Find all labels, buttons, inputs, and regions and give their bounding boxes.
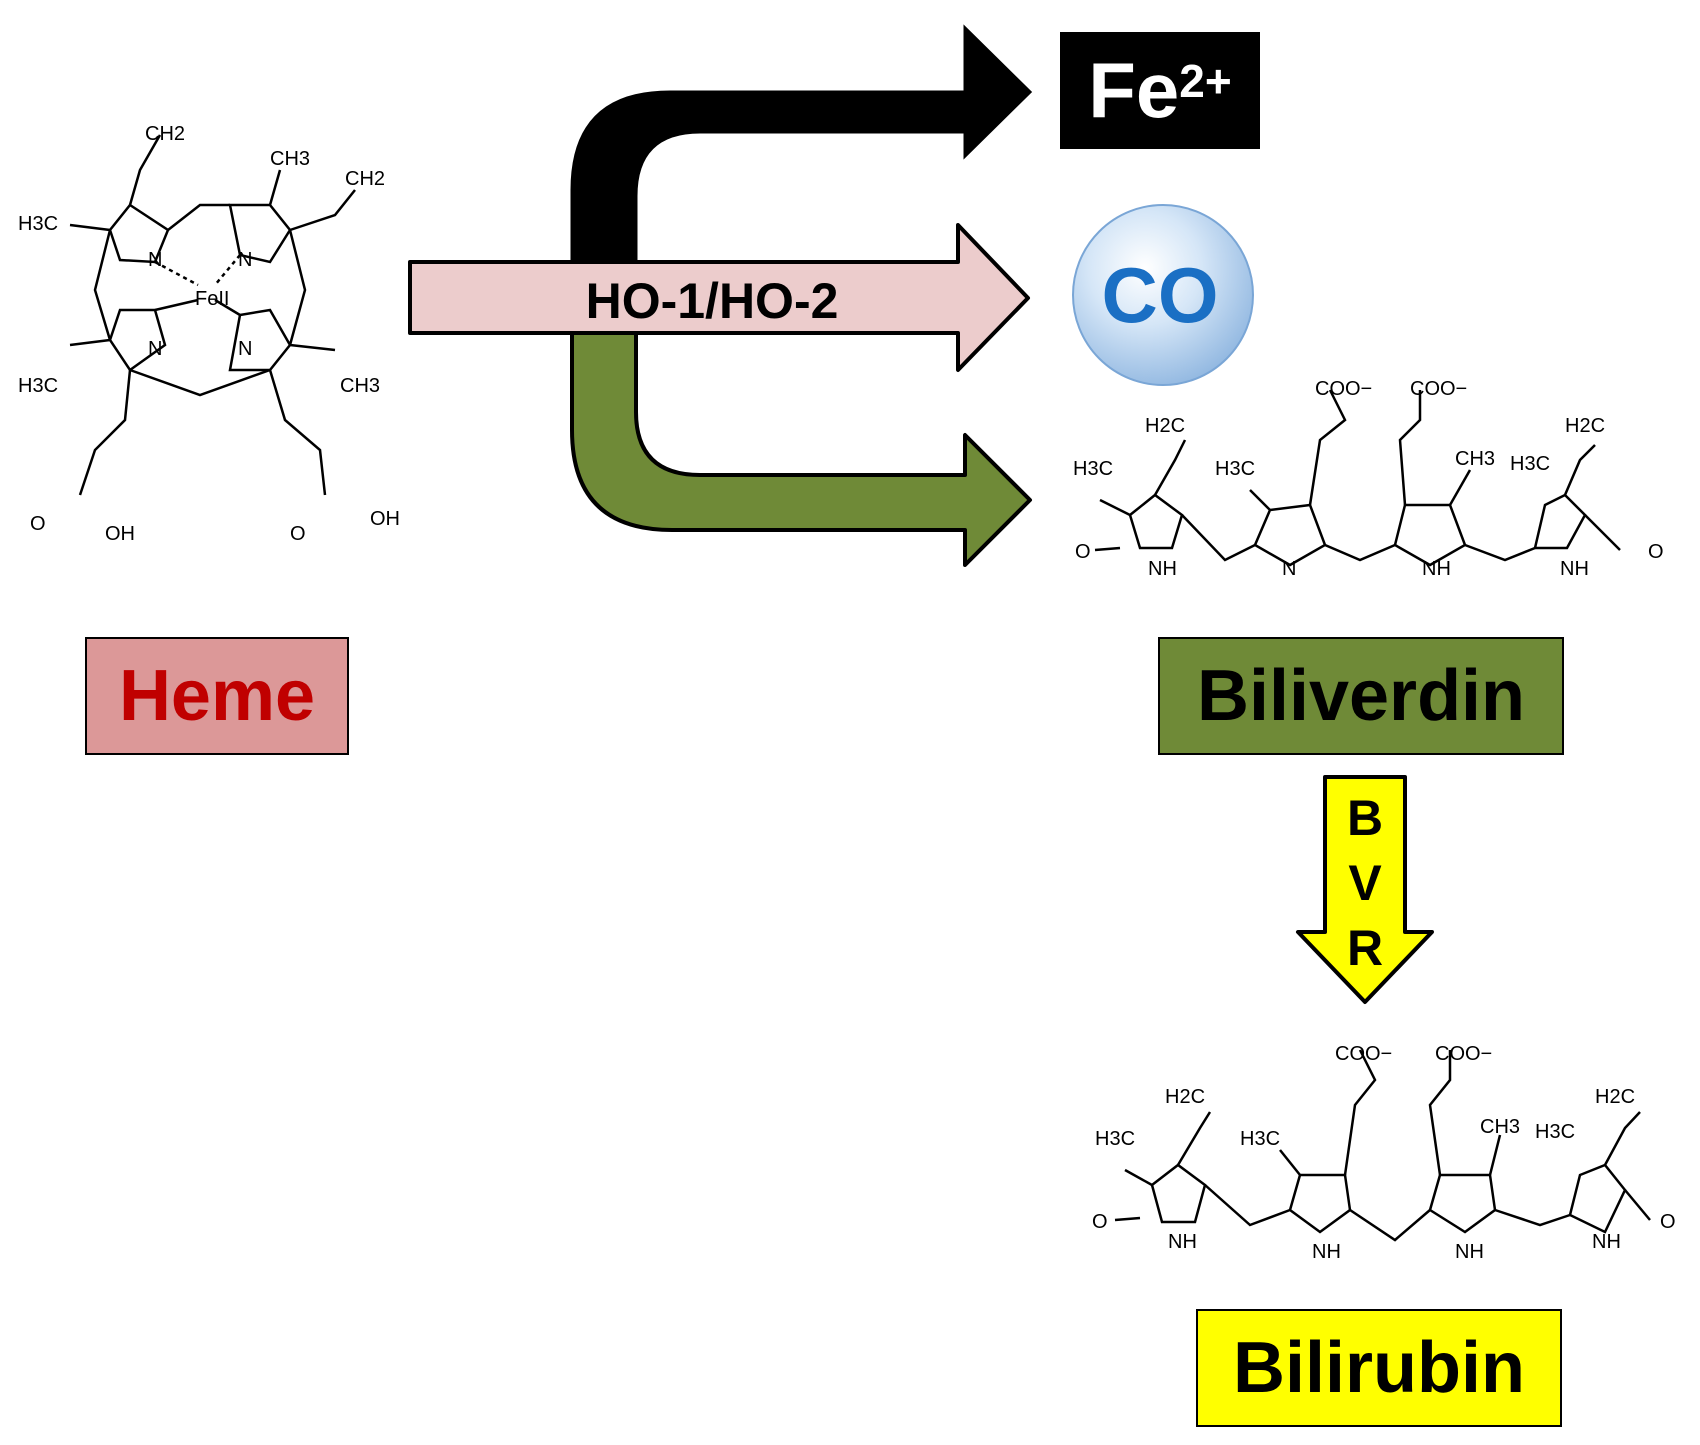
- bvr-arrow: [1296, 775, 1434, 1004]
- bilirubin-atom-o2: O: [1660, 1211, 1676, 1233]
- iron-symbol: Fe: [1088, 46, 1180, 134]
- bilirubin-atom-coo2: COO−: [1435, 1043, 1492, 1065]
- biliverdin-atom-h3c3: H3C: [1510, 453, 1550, 475]
- heme-structure: [69, 134, 356, 496]
- biliverdin-atom-nh1: NH: [1148, 558, 1177, 580]
- bilirubin-atom-h3c2: H3C: [1240, 1128, 1280, 1150]
- bilirubin-atom-h3c3: H3C: [1535, 1121, 1575, 1143]
- bilirubin-atom-o1: O: [1092, 1211, 1108, 1233]
- heme-atom-n3: N: [148, 338, 162, 360]
- heme-atom-h3c-lower: H3C: [18, 375, 58, 397]
- heme-atom-ch3-top: CH3: [270, 148, 310, 170]
- bilirubin-atom-nh3: NH: [1455, 1241, 1484, 1263]
- co-sphere: [1072, 204, 1254, 386]
- biliverdin-atom-coo2: COO−: [1410, 378, 1467, 400]
- heme-atom-n4: N: [238, 338, 252, 360]
- bilirubin-atom-ch3: CH3: [1480, 1116, 1520, 1138]
- heme-atom-o-right: O: [290, 523, 306, 545]
- biliverdin-atom-coo1: COO−: [1315, 378, 1372, 400]
- bilirubin-atom-nh2: NH: [1312, 1241, 1341, 1263]
- bvr-letter-v: V: [1348, 855, 1382, 911]
- biliverdin-atom-h2c1: H2C: [1145, 415, 1185, 437]
- biliverdin-atom-nh2: NH: [1422, 558, 1451, 580]
- enzyme-label: HO-1/HO-2: [586, 273, 839, 329]
- bilirubin-atom-nh4: NH: [1592, 1231, 1621, 1253]
- heme-atom-ch2-top: CH2: [145, 123, 185, 145]
- bvr-letter-r: R: [1347, 920, 1383, 976]
- heme-atom-o-left: O: [30, 513, 46, 535]
- bilirubin-atom-h3c1: H3C: [1095, 1128, 1135, 1150]
- heme-atom-ch2-right: CH2: [345, 168, 385, 190]
- biliverdin-structure: [1094, 389, 1621, 567]
- bilirubin-atom-h2c2: H2C: [1595, 1086, 1635, 1108]
- co-label: CO: [1102, 251, 1219, 339]
- iron-release-arrow: [570, 24, 1033, 272]
- biliverdin-atom-o2: O: [1648, 541, 1664, 563]
- bilirubin-atom-h2c1: H2C: [1165, 1086, 1205, 1108]
- biliverdin-atom-n: N: [1282, 558, 1296, 580]
- bvr-letter-b: B: [1347, 790, 1383, 846]
- iron-charge: 2+: [1179, 54, 1232, 107]
- heme-atom-oh-left: OH: [105, 523, 135, 545]
- biliverdin-atom-o1: O: [1075, 541, 1091, 563]
- bilirubin-structure: [1114, 1049, 1651, 1242]
- biliverdin-label: Biliverdin: [1158, 637, 1564, 755]
- bilirubin-atom-coo1: COO−: [1335, 1043, 1392, 1065]
- biliverdin-atom-h2c2: H2C: [1565, 415, 1605, 437]
- bilirubin-atom-nh1: NH: [1168, 1231, 1197, 1253]
- heme-atom-n2: N: [238, 249, 252, 271]
- biliverdin-atom-ch3: CH3: [1455, 448, 1495, 470]
- bilirubin-label: Bilirubin: [1196, 1309, 1562, 1427]
- biliverdin-atom-h3c1: H3C: [1073, 458, 1113, 480]
- heme-label: Heme: [85, 637, 349, 755]
- enzyme-arrow: [408, 223, 1030, 372]
- heme-atom-oh-right: OH: [370, 508, 400, 530]
- heme-atom-ch3-lower: CH3: [340, 375, 380, 397]
- heme-atom-fe: FeII: [195, 288, 229, 310]
- biliverdin-atom-h3c2: H3C: [1215, 458, 1255, 480]
- biliverdin-arrow: [570, 328, 1032, 567]
- biliverdin-atom-nh3: NH: [1560, 558, 1589, 580]
- heme-atom-n1: N: [148, 249, 162, 271]
- heme-atom-h3c-left: H3C: [18, 213, 58, 235]
